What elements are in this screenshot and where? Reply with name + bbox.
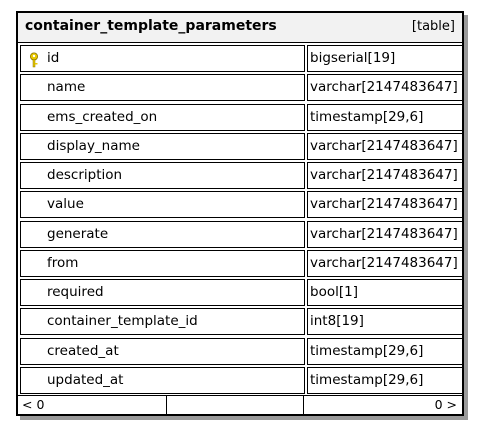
- column-name: description: [47, 167, 123, 183]
- table-entity-box[interactable]: container_template_parameters [table] id…: [16, 11, 464, 416]
- column-type: varchar[2147483647]: [310, 137, 458, 154]
- column-name: display_name: [47, 137, 140, 154]
- column-type: timestamp[29,6]: [310, 371, 424, 388]
- table-row[interactable]: display_name varchar[2147483647]: [20, 132, 464, 162]
- table-row[interactable]: name varchar[2147483647]: [20, 74, 464, 103]
- column-name-cell: description: [20, 162, 305, 189]
- column-type-cell: bool[1]: [307, 279, 464, 306]
- column-type: varchar[2147483647]: [310, 254, 458, 271]
- table-row[interactable]: required bool[1]: [20, 279, 464, 308]
- column-type-cell: timestamp[29,6]: [307, 337, 464, 365]
- column-type-cell: int8[19]: [307, 308, 464, 336]
- table-row[interactable]: updated_at timestamp[29,6]: [20, 366, 464, 396]
- outgoing-relations-count: 0 >: [434, 397, 457, 412]
- entity-title: container_template_parameters: [25, 18, 277, 34]
- column-name-cell: generate: [20, 220, 305, 248]
- column-name-cell: display_name: [20, 132, 305, 160]
- table-row[interactable]: description varchar[2147483647]: [20, 162, 464, 191]
- column-list: id bigserial[19] name varchar[2147483647] em…: [20, 45, 464, 396]
- column-type-cell: varchar[2147483647]: [307, 191, 464, 219]
- column-type-cell: varchar[2147483647]: [307, 74, 464, 102]
- table-row[interactable]: ems_created_on timestamp[29,6]: [20, 103, 464, 133]
- column-type: varchar[2147483647]: [310, 196, 458, 213]
- column-name-cell: updated_at: [20, 366, 305, 394]
- incoming-relations-count: < 0: [22, 397, 45, 412]
- table-row[interactable]: id bigserial[19]: [20, 45, 464, 74]
- column-name: from: [47, 254, 79, 271]
- column-type: bigserial[19]: [310, 50, 396, 66]
- column-type-cell: bigserial[19]: [307, 45, 464, 72]
- column-name: created_at: [47, 342, 119, 359]
- table-row[interactable]: generate varchar[2147483647]: [20, 220, 464, 250]
- column-name: value: [47, 196, 84, 213]
- entity-footer: < 0 0 >: [18, 395, 462, 414]
- key-icon: [30, 52, 38, 68]
- column-type: int8[19]: [310, 313, 364, 330]
- column-type: varchar[2147483647]: [310, 167, 458, 183]
- table-row[interactable]: created_at timestamp[29,6]: [20, 337, 464, 367]
- column-name: ems_created_on: [47, 108, 158, 125]
- column-type-cell: timestamp[29,6]: [307, 366, 464, 394]
- table-row[interactable]: value varchar[2147483647]: [20, 191, 464, 220]
- entity-header: container_template_parameters [table]: [18, 13, 462, 43]
- footer-divider: [303, 396, 304, 414]
- column-type: varchar[2147483647]: [310, 225, 458, 242]
- column-name-cell: value: [20, 191, 305, 219]
- column-name: generate: [47, 225, 109, 242]
- column-name-cell: created_at: [20, 337, 305, 365]
- column-name-cell: required: [20, 279, 305, 306]
- column-name: required: [47, 284, 104, 300]
- column-type-cell: timestamp[29,6]: [307, 103, 464, 131]
- column-type: varchar[2147483647]: [310, 79, 458, 96]
- column-type: bool[1]: [310, 284, 358, 300]
- column-name-cell: ems_created_on: [20, 103, 305, 131]
- column-name: container_template_id: [47, 313, 198, 330]
- column-name-cell: from: [20, 249, 305, 277]
- column-name-cell: id: [20, 45, 305, 72]
- column-type-cell: varchar[2147483647]: [307, 249, 464, 277]
- column-name: name: [47, 79, 86, 96]
- column-type: timestamp[29,6]: [310, 108, 424, 125]
- column-name: updated_at: [47, 371, 124, 388]
- column-name: id: [47, 50, 60, 66]
- footer-divider: [166, 396, 167, 414]
- entity-kind-label: [table]: [411, 19, 455, 34]
- column-type-cell: varchar[2147483647]: [307, 132, 464, 160]
- column-name-cell: container_template_id: [20, 308, 305, 336]
- column-name-cell: name: [20, 74, 305, 102]
- column-type-cell: varchar[2147483647]: [307, 220, 464, 248]
- table-row[interactable]: container_template_id int8[19]: [20, 308, 464, 337]
- column-type-cell: varchar[2147483647]: [307, 162, 464, 189]
- table-row[interactable]: from varchar[2147483647]: [20, 249, 464, 279]
- column-type: timestamp[29,6]: [310, 342, 424, 359]
